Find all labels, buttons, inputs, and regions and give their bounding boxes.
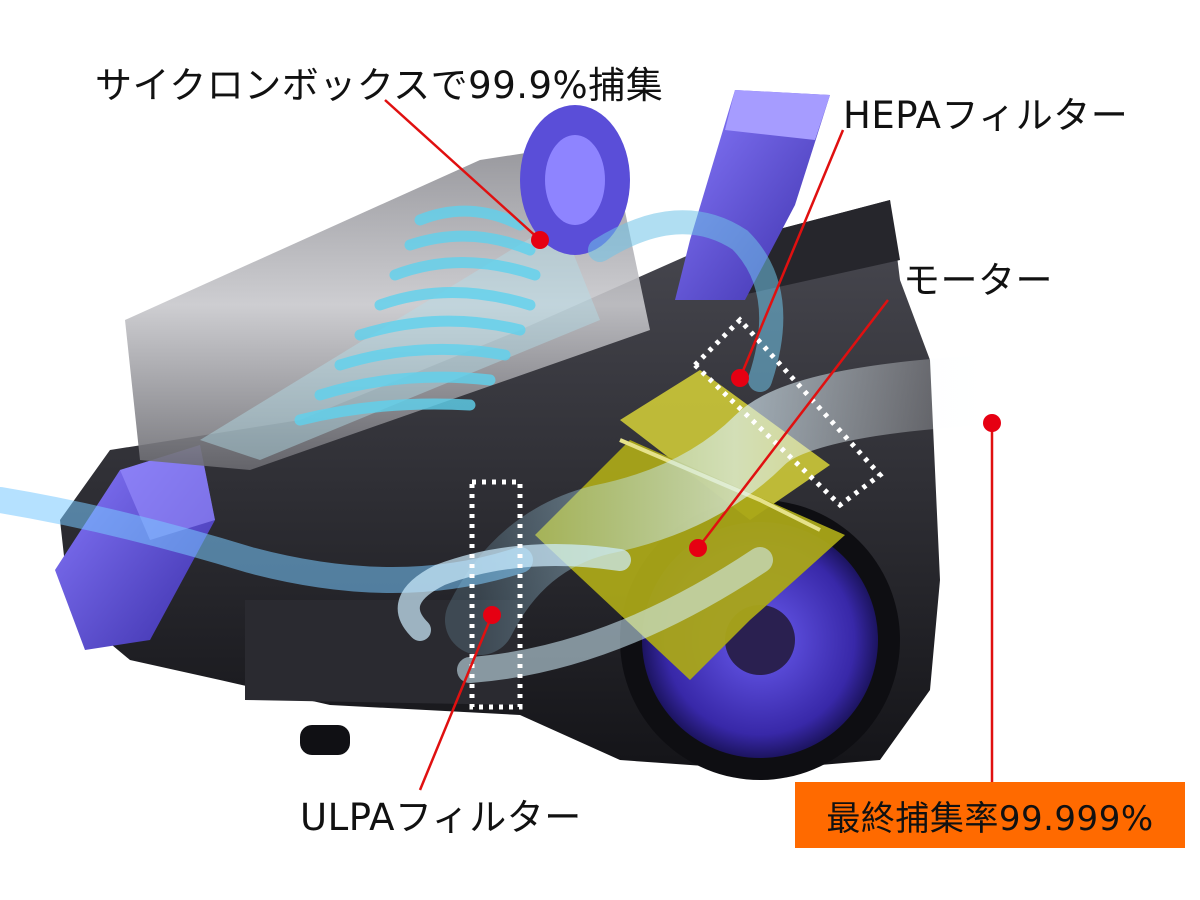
- callout-dot-ulpa: [483, 606, 501, 624]
- callout-dot-motor: [689, 539, 707, 557]
- ulpa-filter-label: ULPAフィルター: [300, 787, 582, 841]
- callout-dot-hepa: [731, 369, 749, 387]
- final-capture-rate-text: 最終捕集率99.999%: [826, 791, 1153, 840]
- hepa-filter-label: HEPAフィルター: [843, 85, 1128, 139]
- callout-dot-cyclone: [531, 231, 549, 249]
- callout-dot-final: [983, 414, 1001, 432]
- cyclone-box-label: サイクロンボックスで99.9%捕集: [95, 55, 663, 109]
- motor-label: モーター: [903, 250, 1053, 304]
- final-capture-rate-badge: 最終捕集率99.999%: [795, 782, 1185, 848]
